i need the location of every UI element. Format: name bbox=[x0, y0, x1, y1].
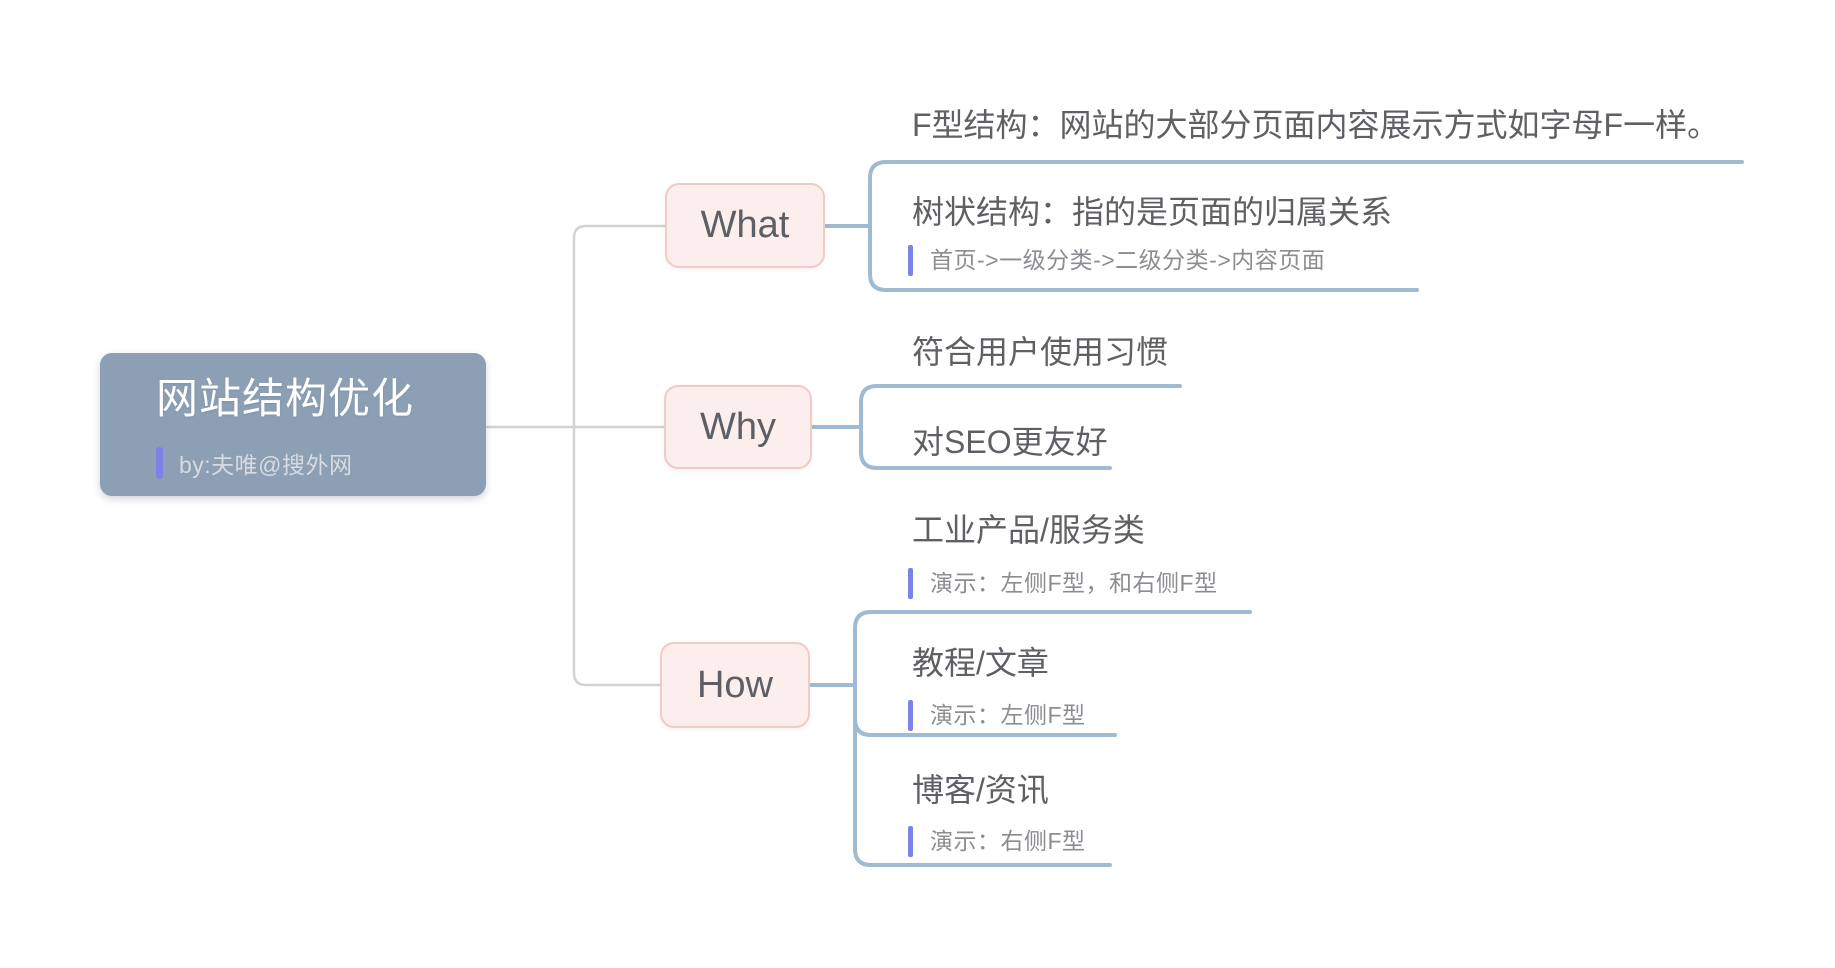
note-marker-bar bbox=[908, 700, 913, 731]
topic-tree-structure[interactable]: 树状结构：指的是页面的归属关系 bbox=[912, 194, 1393, 230]
note-marker-bar bbox=[908, 568, 913, 599]
note-text: 首页->一级分类->二级分类->内容页面 bbox=[930, 247, 1326, 273]
branch-topic-what[interactable]: What bbox=[665, 183, 825, 268]
topic-seo-friendly[interactable]: 对SEO更友好 bbox=[912, 424, 1108, 460]
note-marker-bar bbox=[908, 245, 913, 276]
connector-what-child2 bbox=[868, 224, 1419, 292]
note-marker-bar bbox=[908, 826, 913, 857]
branch-label: What bbox=[700, 204, 790, 246]
note-text: 演示：左侧F型，和右侧F型 bbox=[930, 570, 1218, 596]
connector-why-child1 bbox=[859, 384, 1182, 429]
topic-blog-news-note[interactable]: 演示：右侧F型 bbox=[908, 826, 1086, 857]
connector-what-child1 bbox=[868, 160, 1744, 228]
root-subtitle: by:夫唯@搜外网 bbox=[156, 447, 486, 480]
connector-how-child1 bbox=[853, 610, 1252, 687]
connector-root-how bbox=[572, 425, 662, 687]
topic-tutorial-article[interactable]: 教程/文章 bbox=[912, 645, 1049, 681]
branch-label: How bbox=[696, 663, 774, 706]
topic-industrial-products[interactable]: 工业产品/服务类 bbox=[912, 512, 1145, 548]
topic-industrial-products-note[interactable]: 演示：左侧F型，和右侧F型 bbox=[908, 568, 1218, 599]
root-topic[interactable]: 网站结构优化 by:夫唯@搜外网 bbox=[100, 353, 486, 496]
topic-tree-structure-note[interactable]: 首页->一级分类->二级分类->内容页面 bbox=[908, 245, 1325, 276]
branch-topic-why[interactable]: Why bbox=[664, 385, 812, 469]
branch-topic-how[interactable]: How bbox=[660, 642, 810, 728]
connector-how-child3 bbox=[853, 683, 1112, 867]
topic-user-habit[interactable]: 符合用户使用习惯 bbox=[912, 334, 1169, 370]
root-title: 网站结构优化 bbox=[156, 375, 415, 422]
connector-root-what bbox=[572, 224, 667, 429]
topic-tutorial-article-note[interactable]: 演示：左侧F型 bbox=[908, 700, 1086, 731]
note-text: 演示：左侧F型 bbox=[930, 702, 1086, 728]
topic-f-structure[interactable]: F型结构：网站的大部分页面内容展示方式如字母F一样。 bbox=[912, 107, 1720, 143]
branch-label: Why bbox=[700, 405, 776, 448]
note-text: 演示：右侧F型 bbox=[930, 828, 1086, 854]
root-subtitle-text: by:夫唯@搜外网 bbox=[179, 452, 353, 479]
note-marker-bar bbox=[156, 447, 163, 480]
connector-why-child2 bbox=[859, 425, 1112, 470]
topic-blog-news[interactable]: 博客/资讯 bbox=[912, 772, 1049, 808]
